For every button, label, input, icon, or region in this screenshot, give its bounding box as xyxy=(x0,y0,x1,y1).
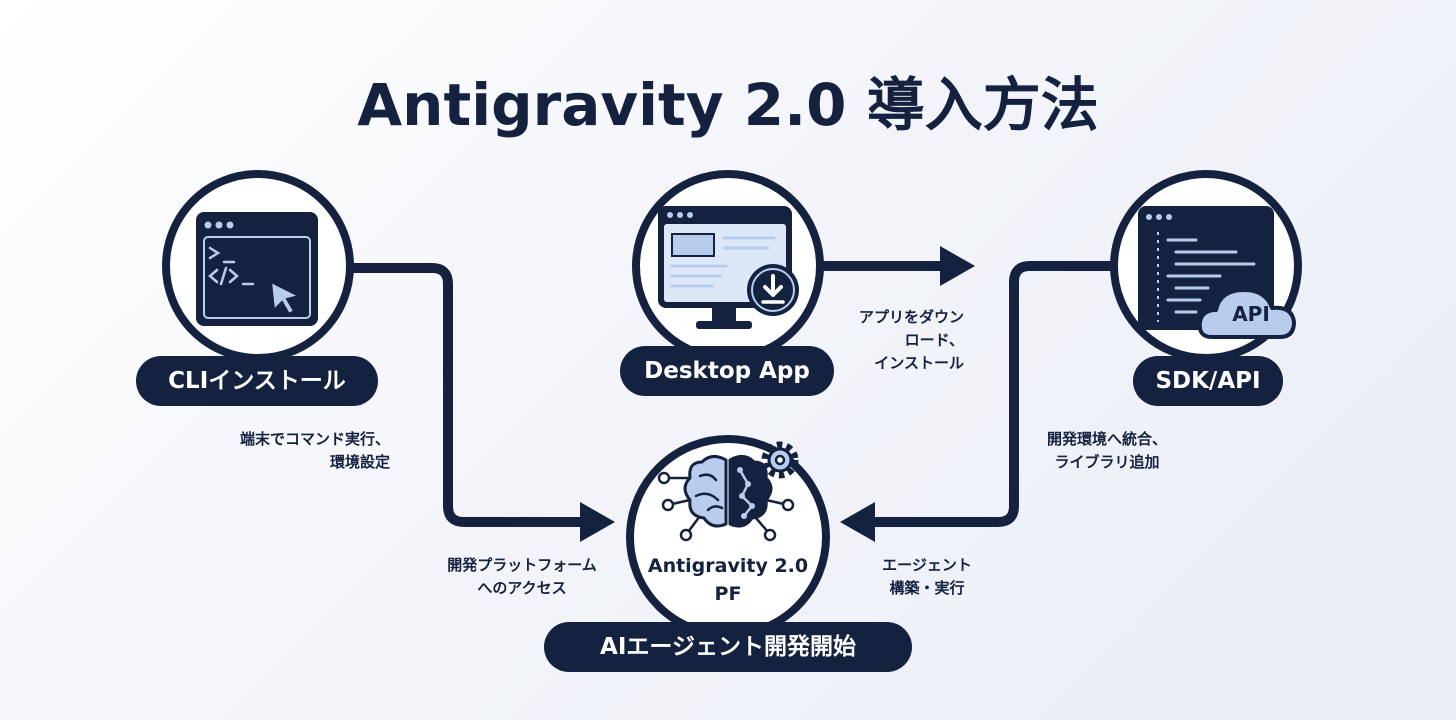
page-title: Antigravity 2.0 導入方法 xyxy=(357,71,1099,139)
gear-icon xyxy=(761,441,799,479)
platform-access-note: 開発プラットフォーム へのアクセス xyxy=(426,554,618,600)
code-window-cloud-api-icon xyxy=(1138,206,1296,339)
platform-center-label: Antigravity 2.0 PF xyxy=(626,552,830,608)
desktop-note: アプリをダウン ロード、 インストール xyxy=(836,306,964,375)
platform-node xyxy=(626,435,830,639)
sdk-node xyxy=(1110,170,1302,362)
platform-center-line: PF xyxy=(714,583,742,605)
connector-cli-to-platform xyxy=(343,263,590,527)
sdk-note: 開発環境へ統合、 ライブラリ追加 xyxy=(1028,428,1186,474)
agent-build-note: エージェント 構築・実行 xyxy=(862,554,992,600)
cli-node xyxy=(162,170,354,362)
agent-build-note-line: エージェント xyxy=(882,556,972,574)
cli-note-line: 環境設定 xyxy=(329,453,390,471)
api-badge-text: API xyxy=(1232,302,1270,326)
platform-access-note-line: 開発プラットフォーム xyxy=(447,556,597,574)
connector-sdk-to-platform xyxy=(865,261,1115,527)
desktop-app-label: Desktop App xyxy=(620,346,834,396)
ai-agent-dev-start-label: AIエージェント開発開始 xyxy=(544,622,912,672)
desktop-note-line: インストール xyxy=(874,354,964,372)
platform-access-note-line: へのアクセス xyxy=(477,579,567,597)
terminal-window-icon xyxy=(196,212,318,326)
cli-note-line: 端末でコマンド実行、 xyxy=(239,430,390,448)
cli-note: 端末でコマンド実行、 環境設定 xyxy=(240,428,390,474)
agent-build-note-line: 構築・実行 xyxy=(889,579,965,597)
desktop-note-line: ロード、 xyxy=(904,331,964,349)
sdk-note-line: 開発環境へ統合、 xyxy=(1046,430,1167,448)
platform-center-line: Antigravity 2.0 xyxy=(647,555,809,577)
brain-circuit-gear-icon xyxy=(657,441,799,542)
arrowhead-sdk-to-platform xyxy=(840,502,875,542)
desktop-node xyxy=(632,170,824,362)
sdk-note-line: ライブラリ追加 xyxy=(1054,453,1160,471)
desktop-monitor-download-icon xyxy=(658,206,799,329)
desktop-note-line: アプリをダウン xyxy=(858,308,964,326)
sdk-api-label: SDK/API xyxy=(1133,356,1283,406)
arrowhead-cli-to-platform xyxy=(580,502,615,542)
cli-install-label: CLIインストール xyxy=(136,356,378,406)
arrowhead-desktop xyxy=(940,246,975,286)
